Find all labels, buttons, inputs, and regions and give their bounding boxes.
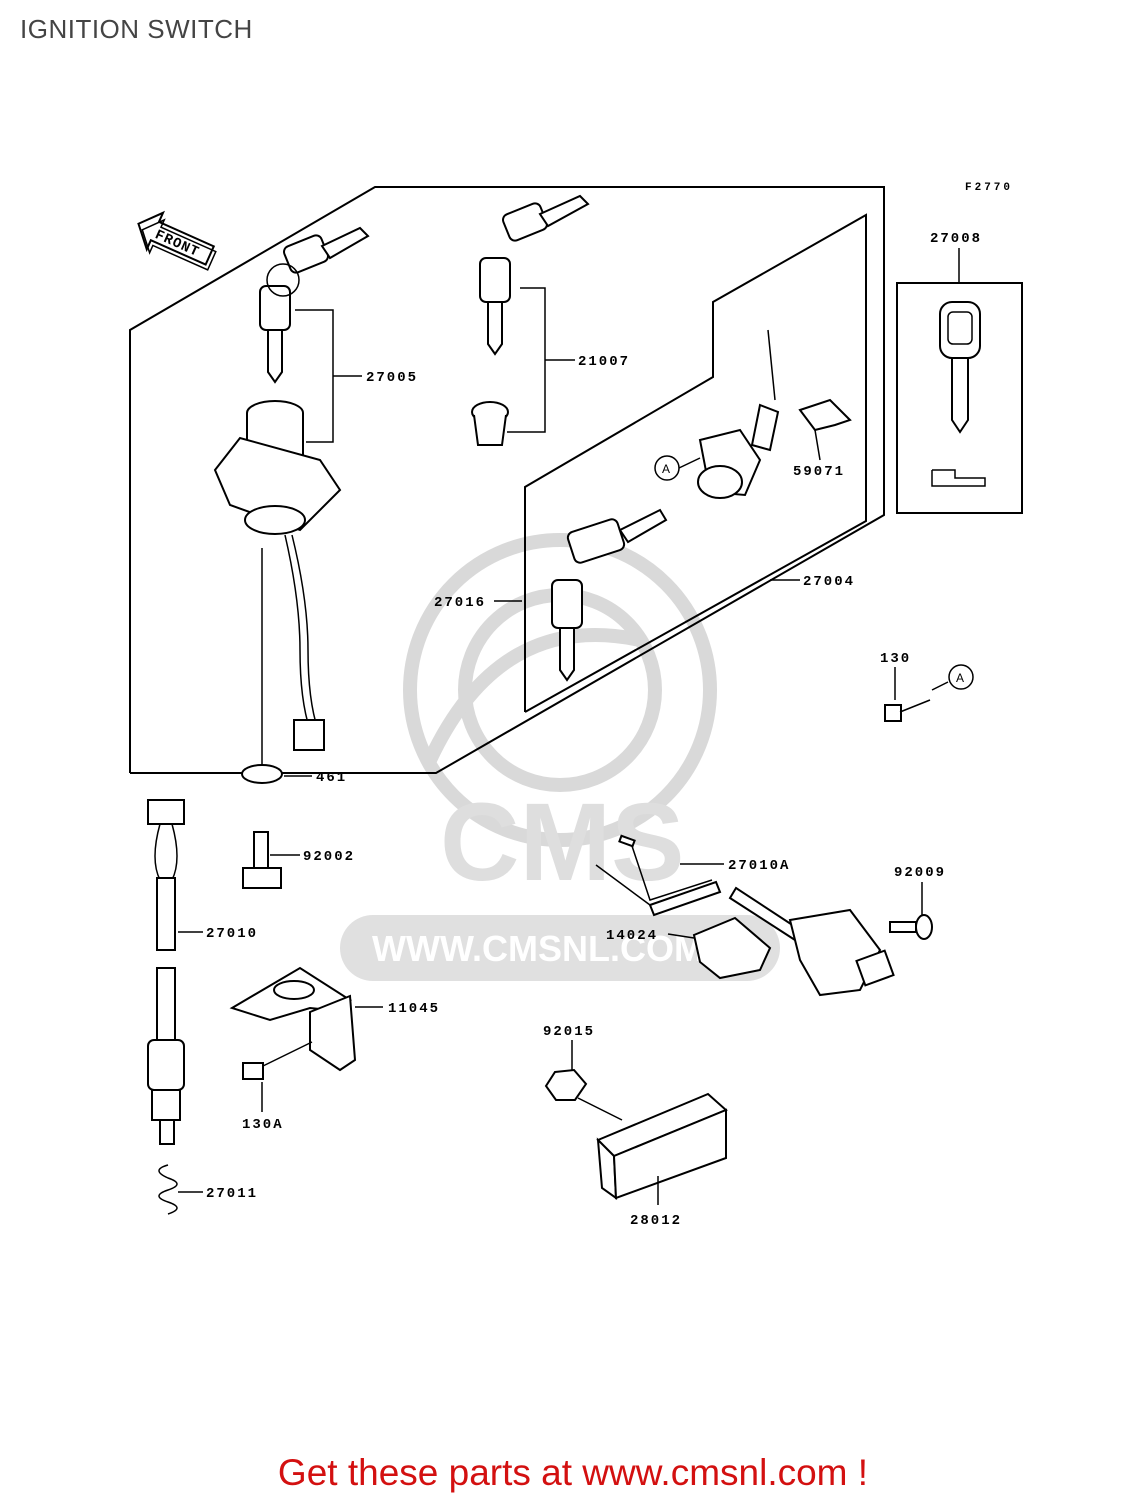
part-label-92002[interactable]: 92002 (303, 849, 355, 865)
switch-27010 (147, 799, 185, 1145)
part-label-27010a[interactable]: 27010A (728, 858, 790, 874)
part-label-130a[interactable]: 130A (242, 1117, 284, 1133)
part-label-461[interactable]: 461 (316, 770, 347, 786)
key-27008 (931, 301, 986, 487)
footer-cta-link[interactable]: Get these parts at www.cmsnl.com ! (277, 1452, 869, 1493)
part-label-27010[interactable]: 27010 (206, 926, 258, 942)
part-label-27008[interactable]: 27008 (930, 231, 982, 247)
ignition-switch-body (213, 400, 342, 751)
part-label-11045[interactable]: 11045 (388, 1001, 440, 1017)
leader-lines (178, 248, 960, 1205)
part-label-27016[interactable]: 27016 (434, 595, 486, 611)
key-set-27016 (551, 508, 668, 682)
key-set-21007 (471, 194, 590, 446)
cover-14024 (692, 916, 772, 980)
part-label-130[interactable]: 130 (880, 651, 911, 667)
switch-27010a (595, 834, 895, 997)
front-arrow-icon: FRONT (137, 210, 217, 271)
part-label-92009[interactable]: 92009 (894, 865, 946, 881)
figure-code: F2770 (965, 182, 1013, 194)
bracket-11045 (229, 966, 357, 1072)
ref-marker-a: A (956, 671, 964, 685)
seat-lock-assembly (697, 329, 780, 499)
bolt-92002 (242, 831, 282, 889)
parts-diagram: CMS WWW.CMSNL.COM F2770 FRONT (129, 182, 1023, 1229)
part-label-27004[interactable]: 27004 (803, 574, 855, 590)
spring-27011 (158, 1164, 178, 1215)
bolt-92009 (889, 914, 933, 940)
kit-outline-outer (129, 186, 885, 774)
ref-marker-a2: A (662, 462, 670, 476)
bolt-130a (242, 1041, 313, 1080)
part-label-28012[interactable]: 28012 (630, 1213, 682, 1229)
lens-28012 (596, 1092, 728, 1201)
part-label-14024[interactable]: 14024 (606, 928, 658, 944)
watermark-url: WWW.CMSNL.COM (372, 928, 704, 969)
part-label-59071[interactable]: 59071 (793, 464, 845, 480)
watermark-brand: CMS (440, 781, 684, 904)
key-set-27005 (259, 226, 370, 384)
part-label-21007[interactable]: 21007 (578, 354, 630, 370)
page-title: IGNITION SWITCH (20, 14, 253, 44)
bolt-130 (884, 699, 931, 722)
part-label-92015[interactable]: 92015 (543, 1024, 595, 1040)
part-label-27005[interactable]: 27005 (366, 370, 418, 386)
kit-outline-inner (524, 213, 867, 713)
ref-marker-a-circle (948, 664, 974, 690)
nut-92015 (544, 1068, 588, 1101)
washer-461 (241, 764, 283, 784)
part-label-27011[interactable]: 27011 (206, 1186, 258, 1202)
clip-59071 (798, 398, 852, 432)
